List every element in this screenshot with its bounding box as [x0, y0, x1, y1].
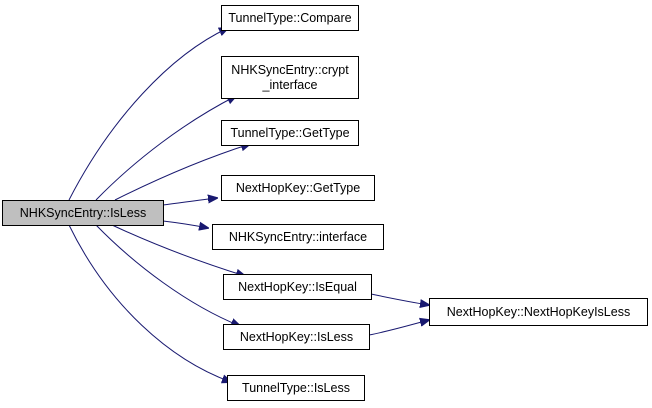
- edge-root-to-nhk_isequal: [111, 224, 245, 276]
- node-label: NHKSyncEntry::IsLess: [20, 206, 146, 220]
- edge-root-to-nhk_interface: [162, 220, 208, 228]
- node-label: _interface: [262, 78, 318, 92]
- edges-layer: [68, 28, 429, 382]
- node-label: NHKSyncEntry::crypt: [231, 63, 349, 77]
- edge-root-to-tt_compare: [68, 28, 228, 201]
- node-nhk_isequal[interactable]: NextHopKey::IsEqual: [223, 274, 372, 300]
- node-box: [221, 56, 359, 99]
- node-nhk_isless[interactable]: NextHopKey::IsLess: [223, 324, 370, 350]
- edge-nhk_isequal-to-nhk_nhkisless: [370, 293, 429, 305]
- node-box: [227, 375, 365, 401]
- edge-nhk_isless-to-nhk_nhkisless: [368, 320, 429, 336]
- node-label: NHKSyncEntry::interface: [229, 230, 367, 244]
- node-label: NextHopKey::GetType: [236, 181, 360, 195]
- node-nhk_nhkisless[interactable]: NextHopKey::NextHopKeyIsLess: [429, 298, 648, 326]
- node-tt_gettype[interactable]: TunnelType::GetType: [221, 120, 359, 146]
- node-tt_compare[interactable]: TunnelType::Compare: [221, 5, 359, 31]
- edge-root-to-nhk_isless: [95, 224, 240, 326]
- edge-root-to-nhk_crypt: [95, 96, 236, 201]
- node-box: [429, 298, 648, 326]
- node-label: NextHopKey::IsLess: [240, 330, 353, 344]
- node-label: TunnelType::IsLess: [242, 381, 350, 395]
- node-label: NextHopKey::IsEqual: [238, 280, 357, 294]
- node-tt_isless[interactable]: TunnelType::IsLess: [227, 375, 365, 401]
- node-nhk_gettype[interactable]: NextHopKey::GetType: [221, 175, 375, 201]
- node-box: [2, 200, 164, 226]
- edge-root-to-tt_gettype: [114, 144, 250, 201]
- node-box: [221, 5, 359, 31]
- node-box: [221, 175, 375, 201]
- node-nhk_interface[interactable]: NHKSyncEntry::interface: [212, 224, 384, 250]
- node-box: [223, 274, 372, 300]
- node-root[interactable]: NHKSyncEntry::IsLess: [2, 200, 164, 226]
- node-nhk_crypt[interactable]: NHKSyncEntry::crypt_interface: [221, 56, 359, 99]
- node-box: [221, 120, 359, 146]
- edge-root-to-tt_isless: [68, 224, 231, 382]
- node-label: NextHopKey::NextHopKeyIsLess: [447, 305, 630, 319]
- node-box: [223, 324, 370, 350]
- node-box: [212, 224, 384, 250]
- nodes-layer: NHKSyncEntry::IsLess TunnelType::CompareN…: [2, 5, 648, 401]
- edge-root-to-nhk_gettype: [162, 198, 217, 206]
- node-label: TunnelType::Compare: [228, 11, 351, 25]
- node-label: TunnelType::GetType: [230, 126, 349, 140]
